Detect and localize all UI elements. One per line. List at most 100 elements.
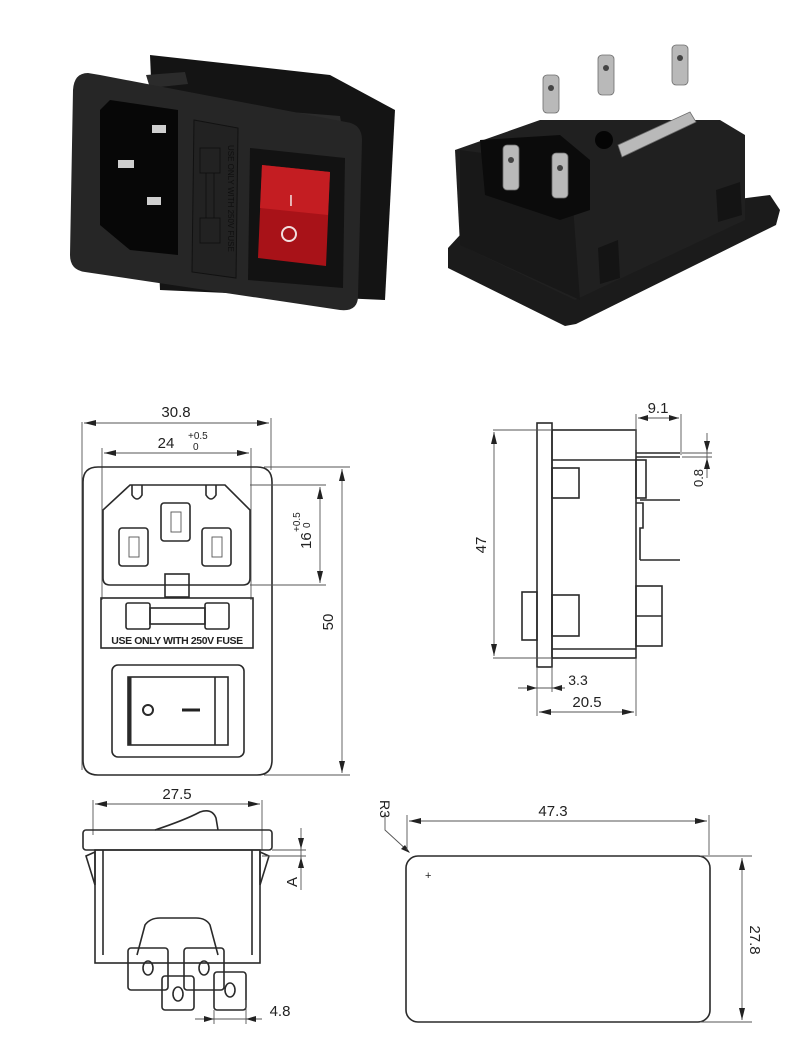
pin-slot-inner [170, 511, 182, 533]
photo-top-clip [146, 72, 188, 88]
side-body [551, 429, 637, 659]
snap-clip [259, 850, 270, 886]
dim-inlet-height: 16 [298, 532, 315, 549]
arrow-head [622, 709, 634, 715]
fuse-drawer-tab [164, 573, 190, 598]
arrow-head [246, 1016, 256, 1022]
photo-inlet-recess [100, 100, 178, 255]
arrow-head [298, 838, 304, 849]
arrow-head [248, 801, 260, 807]
arrow-head [491, 644, 497, 656]
rear-photo [448, 44, 780, 326]
photo-rear-clip [716, 182, 742, 222]
arrow-head [539, 709, 551, 715]
terminal-housing [136, 917, 219, 956]
arrow-head [339, 761, 345, 773]
photo-spade-terminal [542, 74, 560, 114]
photo-fuse-outline [199, 217, 221, 244]
dim-inlet-width: 24 [158, 435, 175, 452]
arrow-head [401, 845, 410, 853]
front-outline [82, 466, 273, 776]
side-drawing: 47 9.1 0.8 3.3 20.5 [473, 400, 712, 716]
pin-slot [201, 527, 232, 567]
photo-fuse-holder [191, 119, 239, 279]
switch-frame [111, 664, 245, 758]
arrow-head [298, 857, 304, 868]
arrow-head [739, 858, 745, 870]
fuse-warning-label: USE ONLY WITH 250V FUSE [111, 635, 243, 647]
pin-slot [160, 502, 191, 542]
photo-fuse-contact [617, 111, 697, 158]
photo-rear-clip [598, 240, 620, 284]
spade-terminal [183, 947, 225, 991]
dim-flange-thickness: 3.3 [568, 672, 588, 688]
photo-terminal-hole [557, 165, 563, 171]
snap-clip [85, 850, 96, 886]
photo-switch-on-symbol: I [289, 193, 293, 210]
photo-spade-terminal [671, 44, 689, 86]
rocker-profile [154, 810, 219, 831]
arrow-head [552, 685, 562, 691]
inlet-key-notch [131, 485, 143, 500]
dim-overall-height: 50 [320, 614, 337, 631]
arrow-head [704, 441, 710, 452]
spade-terminal [213, 971, 247, 1011]
dim-switch-width: 27.5 [162, 786, 191, 803]
side-latch-window [551, 467, 580, 499]
arrow-head [527, 685, 537, 691]
photo-pin [118, 160, 134, 168]
photo-rear-hole [595, 131, 613, 149]
switch-flange [82, 829, 273, 851]
arrow-head [695, 818, 707, 824]
photo-pin [152, 125, 166, 133]
switch-off-symbol [142, 704, 154, 716]
photo-spade-terminal [502, 144, 520, 191]
arrow-head [104, 450, 116, 456]
arrow-head [491, 432, 497, 444]
dim-cutout-width: 47.3 [538, 803, 567, 820]
photo-terminal-hole [603, 65, 609, 71]
dim-corner-radius: R3 [377, 800, 393, 818]
dim-inlet-width-tol-lower: 0 [193, 442, 199, 453]
arrow-head [739, 1008, 745, 1020]
dim-body-depth: 20.5 [572, 694, 601, 711]
terminal-hole [224, 982, 236, 998]
photo-red-rocker-upper [260, 165, 330, 215]
dim-clip-a: A [284, 877, 301, 887]
dim-cutout-height: 27.8 [746, 925, 763, 954]
switch-body [94, 849, 261, 964]
leader-line [384, 812, 410, 853]
center-mark: + [425, 870, 431, 882]
arrow-head [638, 415, 648, 421]
pin-slot-inner [211, 536, 223, 558]
arrow-head [669, 415, 679, 421]
photo-spade-terminal [551, 152, 569, 199]
front-drawing: 30.8 24 +0.5 0 USE ONLY WITH 250V FUSE [81, 404, 350, 776]
photo-terminal-hole [548, 85, 554, 91]
spade-terminal [127, 947, 169, 991]
arrow-head [84, 420, 96, 426]
pin-slot [118, 527, 149, 567]
arrow-head [317, 487, 323, 499]
bottom-drawing: 27.5 A 4.8 [82, 786, 306, 1024]
side-terminal-base [636, 502, 644, 560]
arrow-head [317, 571, 323, 583]
side-latch-window [551, 594, 580, 637]
photo-spade-terminal [597, 54, 615, 96]
dim-terminal-thickness: 0.8 [691, 469, 706, 487]
side-switch-profile [521, 591, 538, 641]
arrow-head [257, 420, 269, 426]
dim-inlet-height-tol-upper: +0.5 [292, 512, 303, 532]
photo-switch-off-symbol [281, 226, 297, 242]
dim-inlet-width-tol-upper: +0.5 [188, 431, 208, 442]
terminal-hole [198, 960, 210, 976]
fuse-cap [204, 602, 230, 630]
fuse-cap [125, 602, 151, 630]
pin-slot-inner [128, 536, 140, 558]
fuse-holder-outline [100, 597, 254, 649]
front-photo: USE ONLY WITH 250V FUSE I [70, 55, 395, 311]
inlet-key-notch [205, 485, 217, 500]
arrow-head [204, 1016, 214, 1022]
dim-inlet-height-tol-lower: 0 [302, 522, 313, 528]
